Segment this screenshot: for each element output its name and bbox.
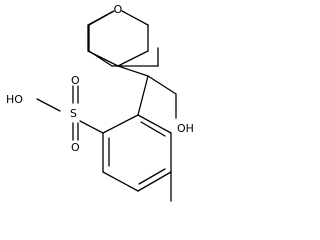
bond-aryl-c4-c5: [137, 171, 172, 192]
bond-s-oh: [36, 98, 61, 112]
sulfonyl-oxygen-bottom-label: O: [71, 141, 80, 154]
bond-quaternary-ch2: [147, 75, 177, 95]
bond-ring-c4-quaternary: [117, 65, 149, 77]
inner-double-bond-right: [140, 121, 166, 137]
ring-oxygen-label: O: [114, 3, 123, 16]
hydroxymethyl-group: [147, 75, 177, 119]
bond-aryl-sulfur: [79, 120, 104, 134]
bond-quaternary-aryl: [137, 75, 149, 116]
bond-ring-right-o: [121, 10, 149, 26]
sulfonic-acid-group: [36, 85, 104, 141]
sulfonic-hydroxyl-label: HO: [6, 93, 23, 106]
bond-ring-lower-right: [117, 50, 149, 67]
bond-ring-lower-left: [87, 50, 119, 67]
bond-aryl-c3-c4: [102, 171, 139, 192]
inner-double-bond-bottom: [138, 168, 166, 185]
bond-ring-o-left: [87, 10, 115, 26]
quaternary-carbon-connection: [117, 65, 149, 116]
ring-bonds-accurate: [87, 10, 149, 67]
bond-aryl-c6-c1: [137, 114, 172, 134]
chemical-structure-diagram: O OH HO S O O: [6, 3, 194, 202]
sulfonyl-oxygen-top-label: O: [71, 74, 80, 87]
sulfur-label: S: [70, 107, 77, 120]
hydroxyl-label: OH: [177, 122, 194, 135]
benzene-ring: [102, 114, 172, 192]
bond-aryl-c1-c2: [102, 114, 139, 134]
